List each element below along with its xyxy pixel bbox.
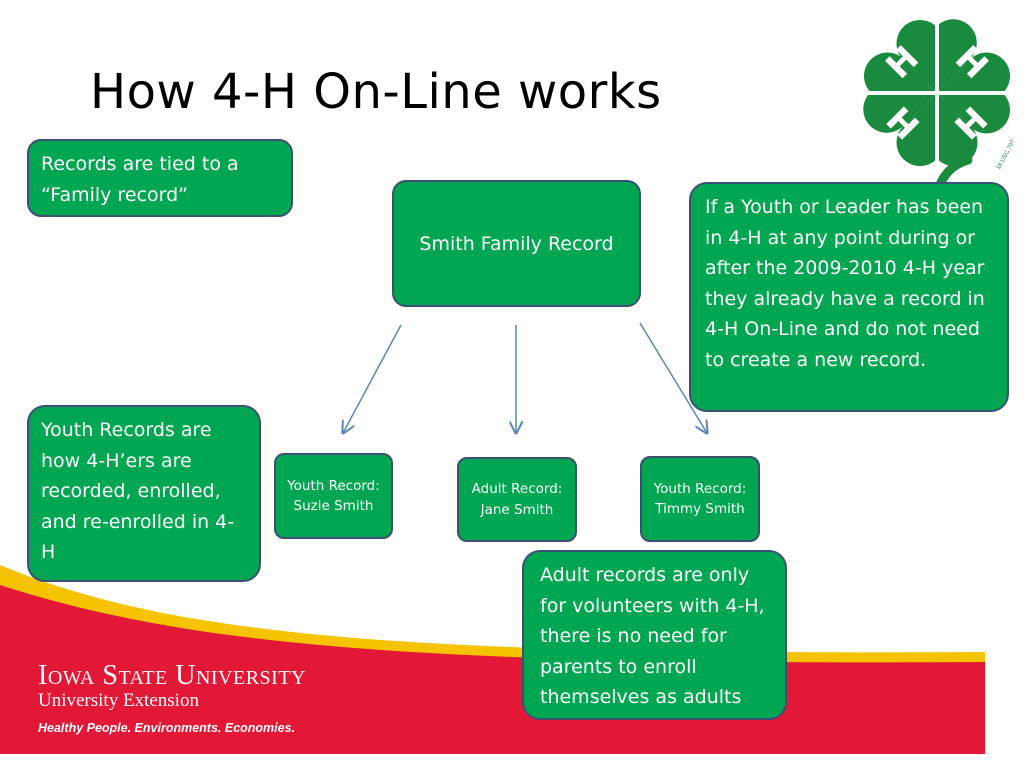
- node-smith-family-record: Smith Family Record: [392, 180, 641, 307]
- note-adult-records: Adult records are only for volunteers wi…: [522, 550, 787, 720]
- footer-base: [0, 754, 1024, 768]
- node-adult-record-jane: Adult Record: Jane Smith: [457, 457, 577, 542]
- four-leaf-clover-h-icon: [863, 19, 1010, 205]
- iowa-state-university-wordmark: Iowa State University: [38, 660, 306, 691]
- arrow-to-youth-timmy: [639, 322, 707, 433]
- footer-red-lower: [0, 664, 985, 754]
- university-extension-label: University Extension: [38, 690, 199, 711]
- arrow-to-youth-suzie: [343, 324, 402, 433]
- note-family-record: Records are tied to a “Family record”: [27, 139, 293, 217]
- note-youth-records: Youth Records are how 4-H’ers are record…: [27, 405, 261, 582]
- node-youth-record-timmy: Youth Record: Timmy Smith: [640, 456, 760, 542]
- node-youth-record-suzie: Youth Record: Suzie Smith: [274, 453, 393, 539]
- slide-title: How 4-H On-Line works: [90, 64, 662, 120]
- note-existing-record: If a Youth or Leader has been in 4-H at …: [689, 182, 1009, 412]
- footer-tagline: Healthy People. Environments. Economies.: [38, 721, 296, 735]
